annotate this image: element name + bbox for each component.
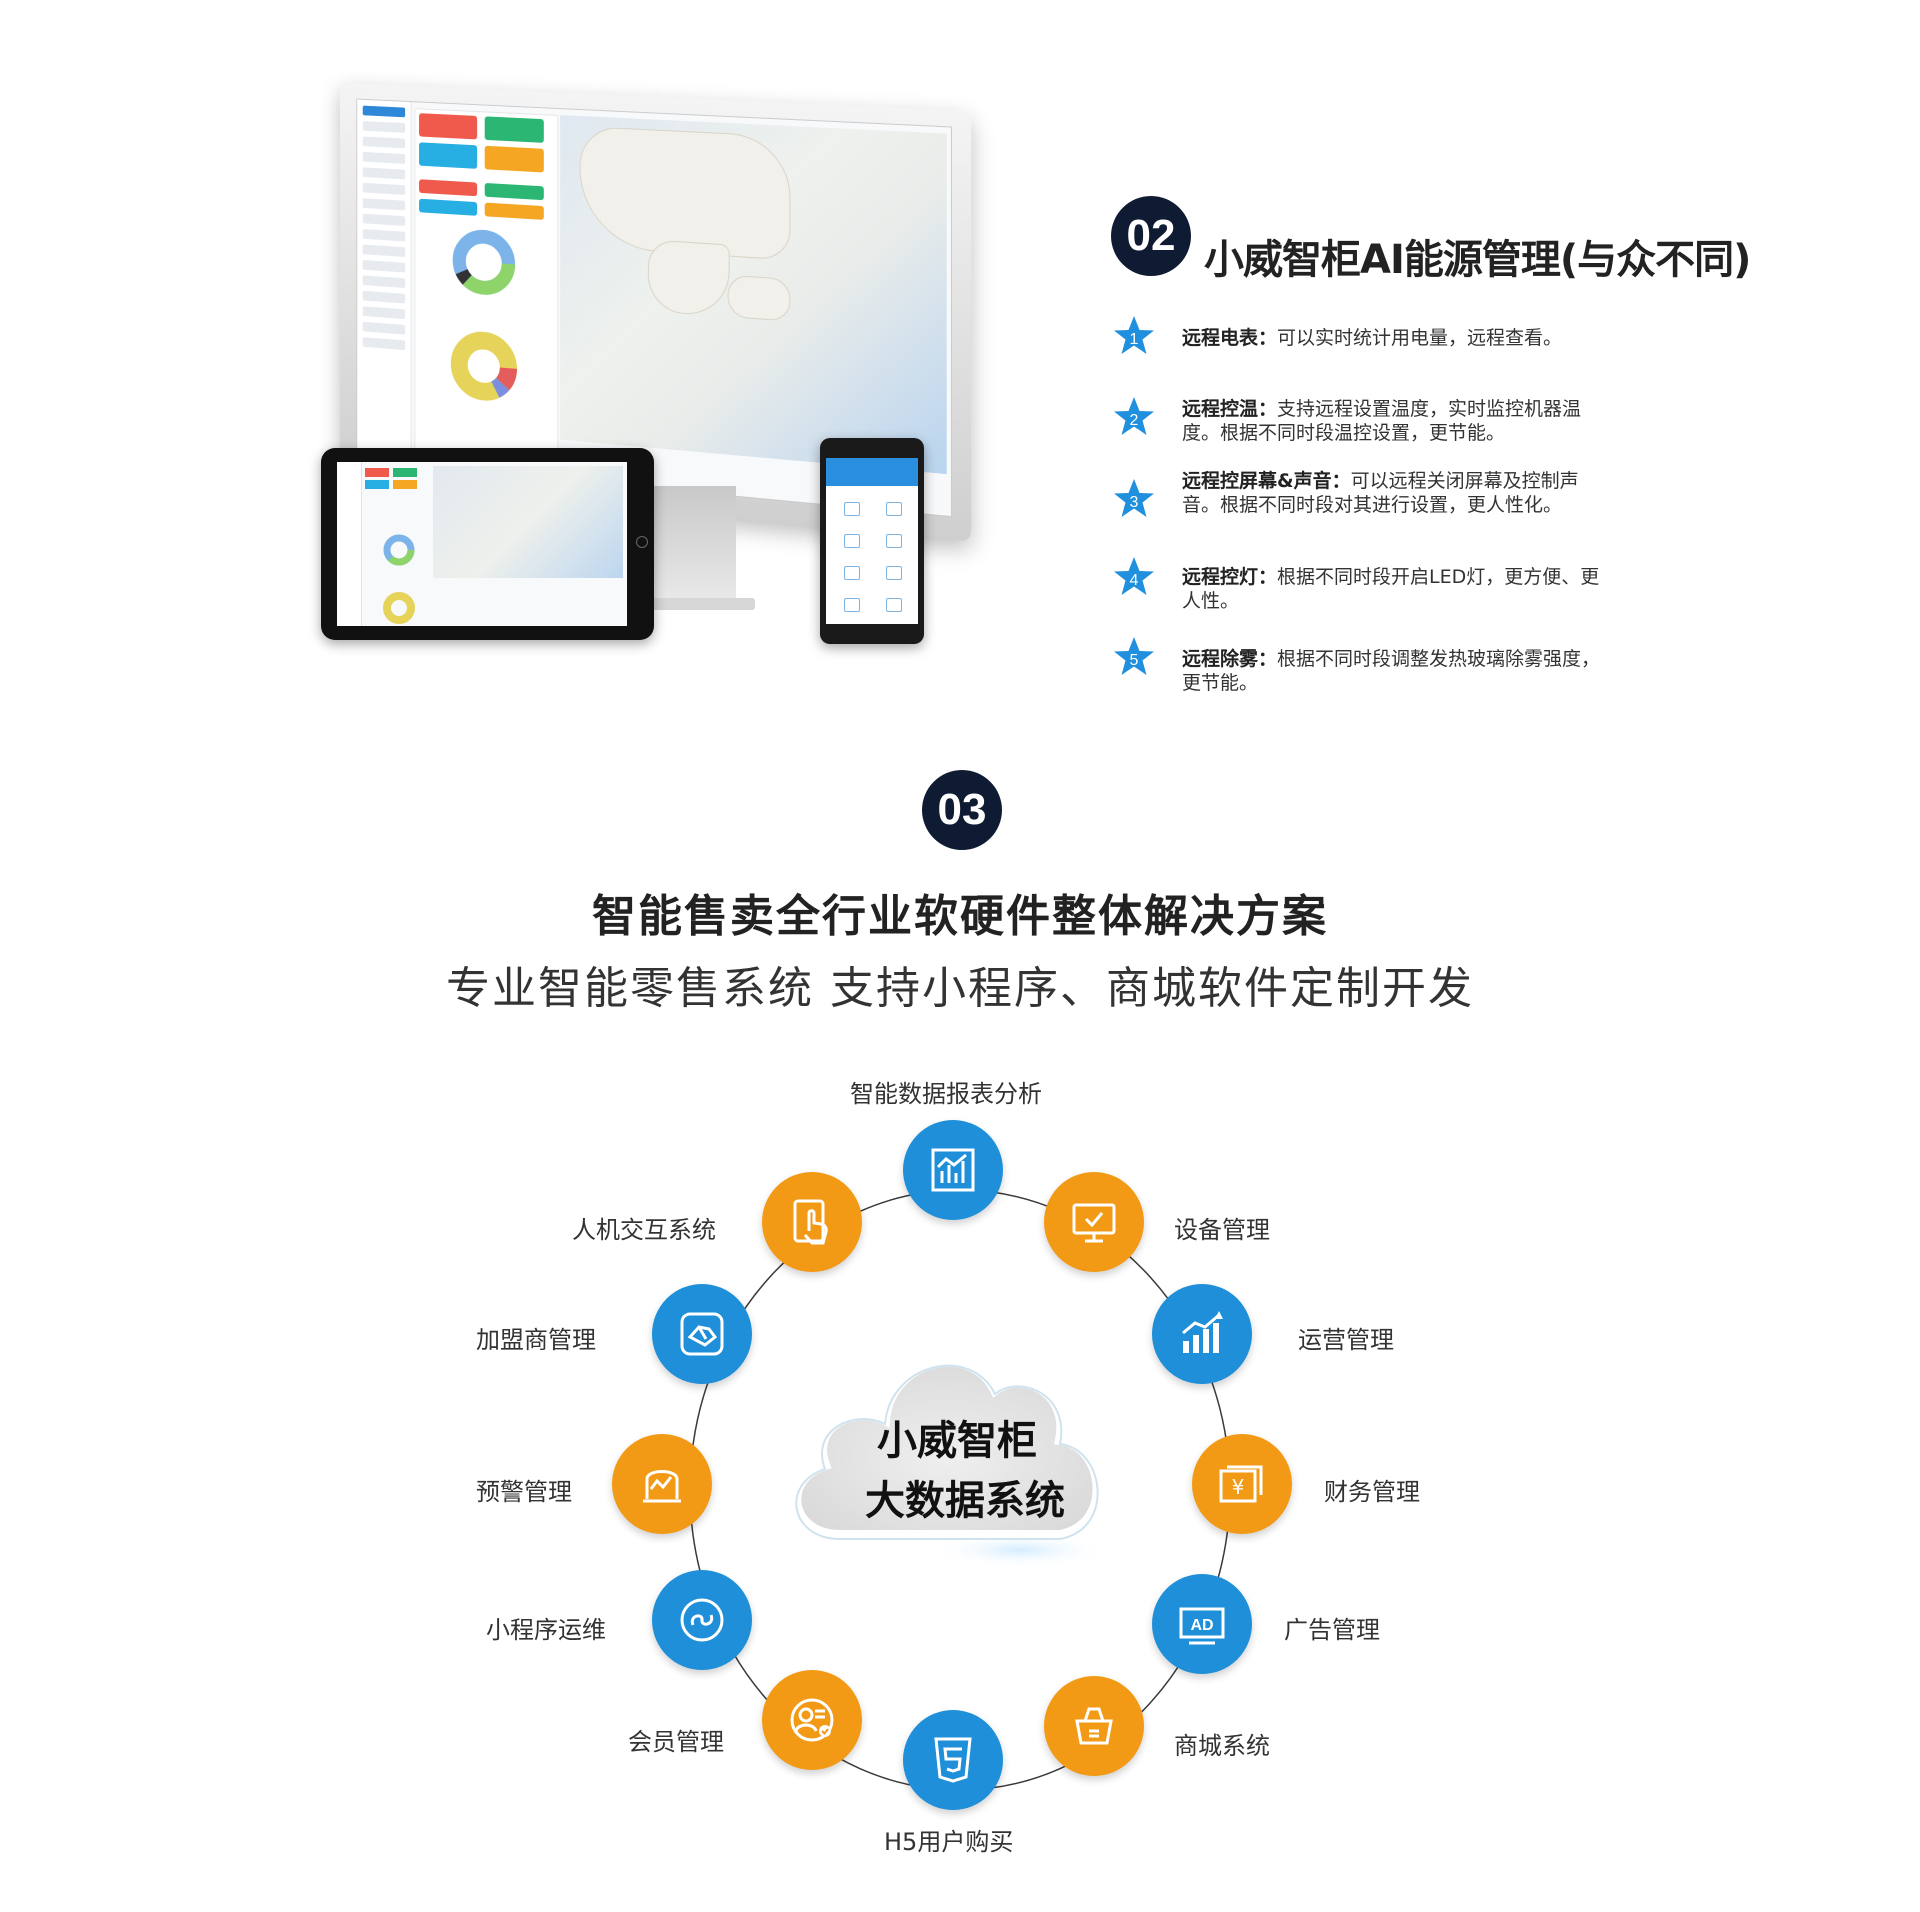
- module-report-analysis[interactable]: [903, 1120, 1003, 1220]
- label-h5-purchase: H5用户购买: [884, 1828, 1014, 1856]
- svg-text:5: 5: [1130, 652, 1139, 669]
- module-mall-system[interactable]: [1044, 1676, 1144, 1776]
- feature-remote-light: 远程控灯：根据不同时段开启LED灯，更方便、更人性。: [1182, 566, 1600, 612]
- warning-line-icon: [643, 1470, 681, 1503]
- tablet-device: [321, 448, 654, 640]
- central-cloud: [791, 1356, 1110, 1568]
- smartphone-device: [820, 438, 924, 644]
- label-warning-management: 预警管理: [476, 1478, 572, 1506]
- touch-hand-icon: [793, 1199, 828, 1245]
- mini-program-icon: [680, 1598, 724, 1642]
- tablet-dashboard-screen: [337, 462, 627, 626]
- html5-icon: [934, 1737, 972, 1783]
- label-operations-management: 运营管理: [1298, 1326, 1394, 1354]
- module-ad-management[interactable]: AD: [1152, 1574, 1252, 1674]
- module-member-management[interactable]: [762, 1670, 862, 1770]
- svg-text:4: 4: [1130, 572, 1139, 589]
- franchise-handshake-icon: [680, 1312, 724, 1356]
- label-ad-management: 广告管理: [1284, 1616, 1380, 1644]
- module-warning-management[interactable]: [612, 1434, 712, 1534]
- feature-remote-meter: 远程电表：可以实时统计用电量，远程查看。: [1182, 327, 1563, 349]
- label-mini-program-ops: 小程序运维: [486, 1616, 606, 1644]
- svg-text:1: 1: [1130, 331, 1139, 348]
- monitor-stand-base: [645, 598, 755, 610]
- feature-5-star-icon: 5: [1112, 636, 1156, 680]
- label-report-analysis: 智能数据报表分析: [850, 1080, 1042, 1108]
- feature-remote-temperature: 远程控温：支持远程设置温度，实时监控机器温度。根据不同时段温控设置，更节能。: [1182, 398, 1582, 444]
- feature-3-star-icon: 3: [1112, 478, 1156, 522]
- devices-illustration: [0, 0, 972, 660]
- phone-app-screen: [826, 458, 918, 624]
- cloud-title-line2: 大数据系统: [865, 1478, 1065, 1524]
- module-mini-program-ops[interactable]: [652, 1570, 752, 1670]
- monitor-stand: [640, 486, 736, 604]
- label-mall-system: 商城系统: [1174, 1732, 1270, 1760]
- tablet-home-button: [636, 536, 648, 548]
- feature-remote-defog: 远程除雾：根据不同时段调整发热玻璃除雾强度，更节能。: [1182, 648, 1601, 694]
- svg-text:2: 2: [1130, 412, 1139, 429]
- section-03-heading: 智能售卖全行业软硬件整体解决方案: [592, 891, 1328, 942]
- section-03-subheading: 专业智能零售系统 支持小程序、商城软件定制开发: [446, 963, 1474, 1014]
- member-card-icon: [790, 1698, 834, 1742]
- module-hmi-system[interactable]: [762, 1172, 862, 1272]
- module-finance-management[interactable]: ¥: [1192, 1434, 1292, 1534]
- section-02-title: 小威智柜AI能源管理(与众不同): [1204, 237, 1751, 283]
- module-franchise-management[interactable]: [652, 1284, 752, 1384]
- shopping-basket-icon: [1075, 1707, 1113, 1745]
- label-finance-management: 财务管理: [1324, 1478, 1420, 1506]
- feature-1-star-icon: 1: [1112, 315, 1156, 359]
- label-hmi-system: 人机交互系统: [572, 1216, 716, 1244]
- report-chart-icon: [931, 1148, 975, 1192]
- ad-screen-icon: AD: [1179, 1607, 1225, 1645]
- monitor-check-icon: [1072, 1203, 1116, 1243]
- section-02-badge: 02: [1111, 196, 1191, 276]
- feature-remote-screen-sound: 远程控屏幕&声音：可以远程关闭屏幕及控制声音。根据不同时段对其进行设置，更人性化…: [1182, 470, 1579, 516]
- feature-4-star-icon: 4: [1112, 556, 1156, 600]
- svg-text:¥: ¥: [1232, 1475, 1245, 1499]
- cloud-title-line1: 小威智柜: [877, 1418, 1037, 1464]
- label-device-management: 设备管理: [1174, 1216, 1270, 1244]
- growth-bars-icon: [1182, 1311, 1223, 1353]
- svg-text:AD: AD: [1190, 1617, 1213, 1634]
- module-h5-purchase[interactable]: [903, 1710, 1003, 1810]
- yuan-wallet-icon: ¥: [1219, 1465, 1263, 1503]
- svg-text:3: 3: [1130, 494, 1139, 511]
- label-member-management: 会员管理: [628, 1728, 724, 1756]
- module-operations-management[interactable]: [1152, 1284, 1252, 1384]
- label-franchise-management: 加盟商管理: [476, 1326, 596, 1354]
- feature-2-star-icon: 2: [1112, 396, 1156, 440]
- section-03-badge: 03: [922, 770, 1002, 850]
- module-device-management[interactable]: [1044, 1172, 1144, 1272]
